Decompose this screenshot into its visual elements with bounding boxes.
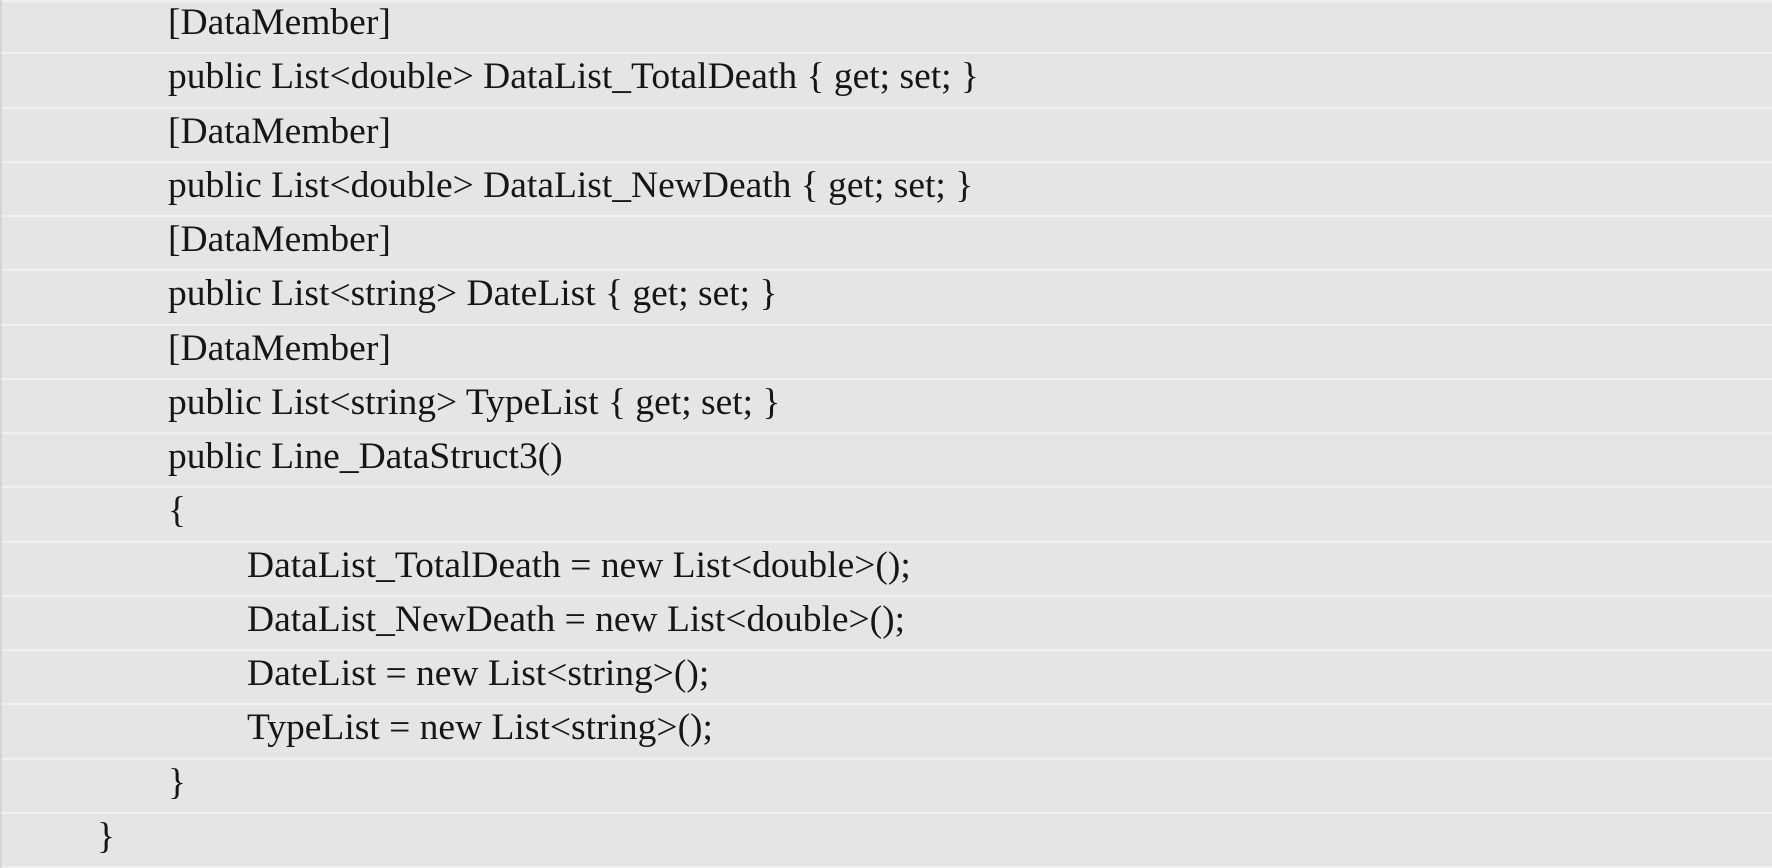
code-line-text: public List<string> TypeList { get; set;… [168,381,781,423]
code-line-text: DataList_NewDeath = new List<double>(); [247,598,906,640]
code-line: [DataMember] [0,326,1772,380]
code-line-text: } [168,761,186,803]
code-line: { [0,488,1772,543]
code-line: [DataMember] [0,217,1772,272]
code-line-text: public List<double> DataList_NewDeath { … [168,164,974,206]
code-line-text: [DataMember] [168,327,391,369]
code-line-text: [DataMember] [168,219,391,260]
code-line-text: } [97,815,115,857]
code-line: public List<double> DataList_TotalDeath … [0,54,1772,109]
code-line: public Line_DataStruct3() [0,434,1772,489]
code-line: [DataMember] [0,0,1772,55]
code-line-text: [DataMember] [168,2,391,43]
code-line-text: [DataMember] [168,110,391,152]
code-line: } [0,760,1772,814]
code-line-text: public Line_DataStruct3() [168,436,563,477]
code-line: public List<string> DateList { get; set;… [0,271,1772,326]
code-line: TypeList = new List<string>(); [0,705,1772,760]
code-line: public List<string> TypeList { get; set;… [0,380,1772,434]
code-line-text: public List<string> DateList { get; set;… [168,273,778,315]
code-line: [DataMember] [0,109,1772,163]
code-line: DataList_TotalDeath = new List<double>()… [0,543,1772,597]
code-line-text: DataList_TotalDeath = new List<double>()… [247,544,911,586]
code-line: DataList_NewDeath = new List<double>(); [0,597,1772,651]
code-line: } [0,814,1772,868]
code-line-text: public List<double> DataList_TotalDeath … [168,56,979,98]
code-line: public List<double> DataList_NewDeath { … [0,163,1772,217]
code-line-text: DateList = new List<string>(); [247,653,710,694]
code-line-text: { [168,490,186,532]
code-line-text: TypeList = new List<string>(); [247,707,713,749]
code-line: DateList = new List<string>(); [0,651,1772,706]
